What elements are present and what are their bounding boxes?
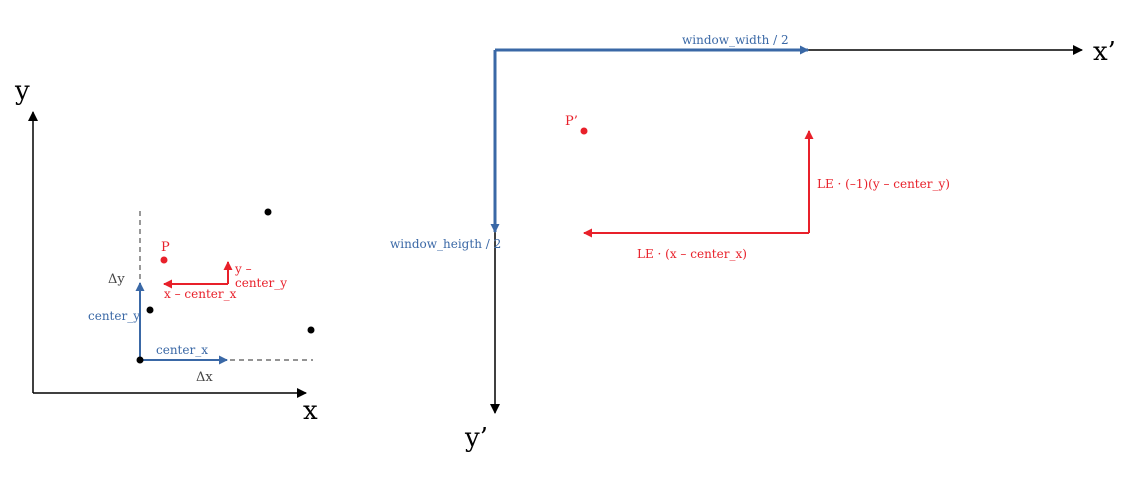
point-p	[160, 256, 168, 264]
x-offset-label: x – center_x	[164, 287, 237, 301]
center-y-label: center_y	[88, 309, 140, 323]
left-y-axis-label: y	[14, 76, 30, 106]
right-y-axis-label: y’	[464, 423, 488, 453]
point-p-prime	[580, 127, 588, 135]
y-offset-label-line1: y –	[234, 262, 252, 276]
origin-point	[136, 356, 144, 364]
center-x-label: center_x	[156, 343, 208, 357]
window-height-label: window_heigth / 2	[390, 237, 501, 251]
data-point	[146, 306, 154, 314]
y-offset-label-line2: center_y	[235, 276, 287, 290]
left-x-axis-label: x	[303, 396, 318, 426]
le-x-label: LE · (x – center_x)	[637, 247, 747, 261]
point-p-prime-label: P’	[565, 114, 578, 129]
point-p-label: P	[161, 240, 170, 255]
left-diagram: x y Δx Δy center_x center_y P x – center…	[14, 76, 318, 426]
data-point	[307, 326, 315, 334]
data-point	[264, 208, 272, 216]
right-x-axis-label: x’	[1093, 37, 1116, 67]
delta-y-label: Δy	[108, 272, 125, 287]
le-y-label: LE · (–1)(y – center_y)	[817, 177, 950, 191]
delta-x-label: Δx	[196, 370, 213, 385]
right-diagram: x’ y’ window_width / 2 window_heigth / 2…	[390, 33, 1116, 453]
window-width-label: window_width / 2	[682, 33, 789, 47]
